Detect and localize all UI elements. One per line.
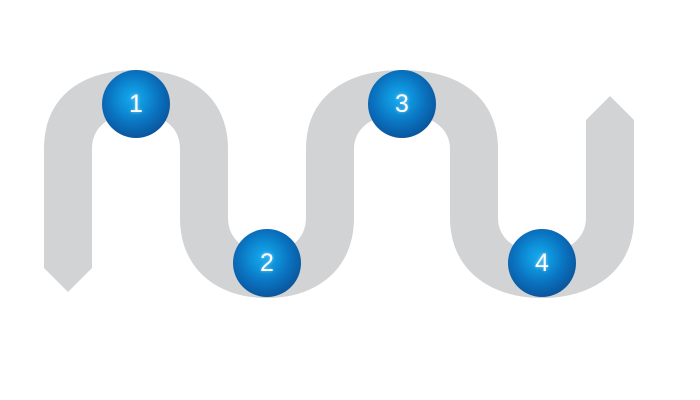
step-node-2[interactable]: 2 (233, 229, 301, 297)
step-node-1-label: 1 (128, 89, 144, 118)
step-node-1[interactable]: 1 (102, 70, 170, 138)
wave-ribbon-shape (44, 70, 634, 298)
step-node-2-label: 2 (259, 248, 275, 277)
step-node-4[interactable]: 4 (508, 229, 576, 297)
step-node-3[interactable]: 3 (368, 70, 436, 138)
ribbon-group (44, 70, 634, 298)
step-node-4-label: 4 (534, 248, 550, 277)
step-node-3-label: 3 (394, 89, 410, 118)
